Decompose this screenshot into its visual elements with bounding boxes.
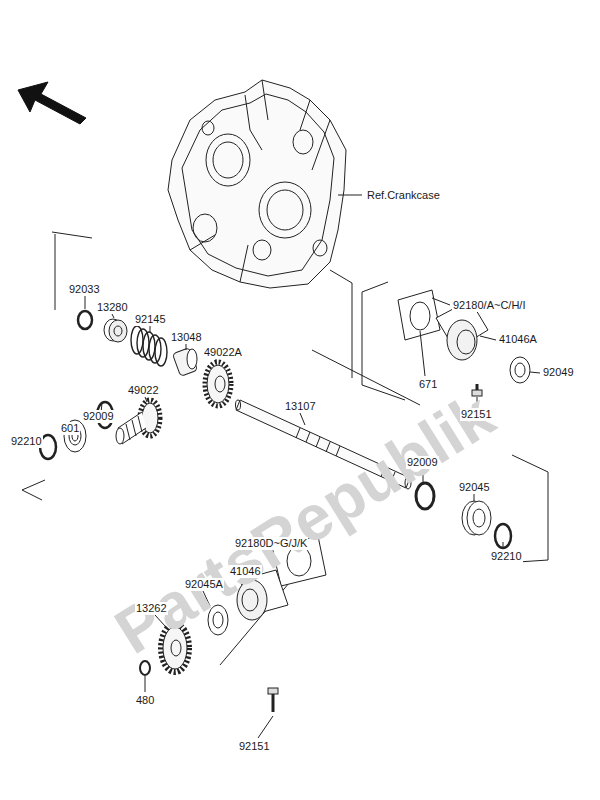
callout-number: 92145 — [134, 313, 167, 326]
callout-number: 92180D~G/J/K — [234, 537, 308, 550]
callout-number: 671 — [418, 378, 438, 391]
callout-number: 92009 — [406, 456, 439, 469]
callout-number: 601 — [60, 422, 80, 435]
callout-number: 13280 — [96, 301, 129, 314]
callout-number: 92151 — [238, 740, 271, 753]
callout-number: 92049 — [542, 366, 575, 379]
callout-number: 13262 — [135, 602, 168, 615]
callout-number: 92180/A~C/H/I — [452, 299, 526, 312]
callout-number: 49022A — [203, 346, 243, 359]
callout-number: 92033 — [68, 283, 101, 296]
callout-number: 92151 — [460, 408, 493, 421]
callout-number: 92210 — [490, 550, 523, 563]
callout-number: 49022 — [127, 384, 160, 397]
callout-number: 92045A — [184, 578, 224, 591]
callout-number: 92009 — [82, 410, 115, 423]
callout-number: 13048 — [170, 331, 203, 344]
callout-number: 13107 — [284, 400, 317, 413]
callout-number: 92210 — [10, 435, 43, 448]
callout-number: 480 — [135, 694, 155, 707]
reference-label: Ref.Crankcase — [366, 189, 441, 202]
callout-number: 41046 — [229, 565, 262, 578]
callout-number: 41046A — [498, 333, 538, 346]
callout-number: 92045 — [458, 481, 491, 494]
